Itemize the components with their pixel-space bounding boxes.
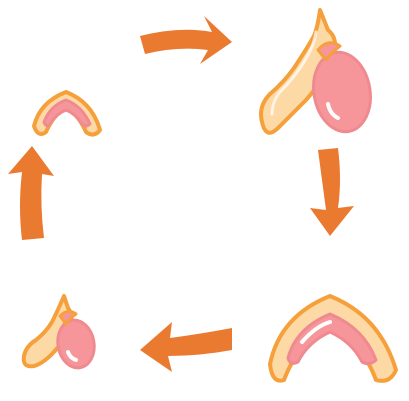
sprout-with-heart-icon-small [21, 294, 96, 370]
arrow-bottom-left [140, 322, 232, 372]
arch-icon-small [32, 90, 102, 137]
sprout-with-heart-icon-large [259, 8, 372, 135]
arrow-left-up [8, 146, 54, 240]
arch-icon-large [268, 294, 398, 383]
arrow-top-right [140, 16, 232, 64]
arrow-down-right [310, 148, 354, 236]
